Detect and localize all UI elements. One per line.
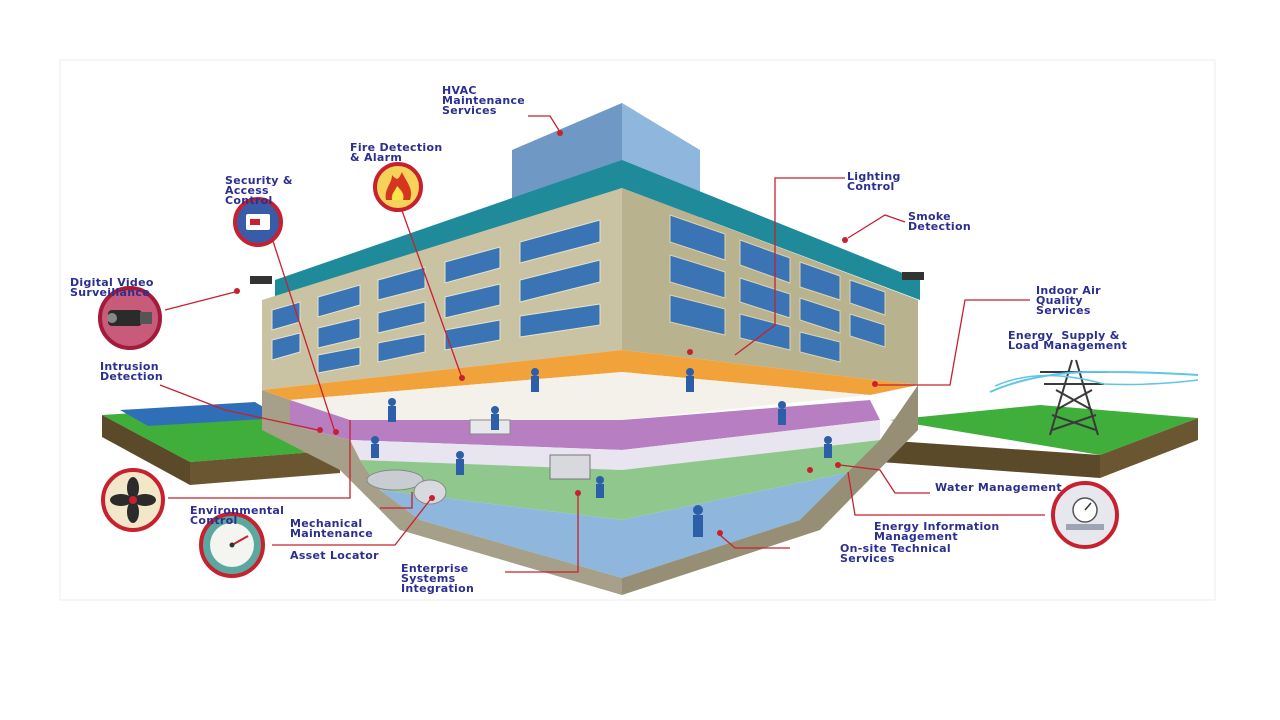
fire-icon [375,164,421,210]
ground-right [880,405,1198,478]
label-security-access: Security & Access Control [225,176,293,206]
label-enterprise-systems: Enterprise Systems Integration [401,564,474,594]
label-smoke-detection: Smoke Detection [908,212,971,232]
label-indoor-air: Indoor Air Quality Services [1036,286,1101,316]
label-mechanical-maintenance: Mechanical Maintenance [290,519,373,539]
label-digital-video: Digital Video Surveillance [70,278,154,298]
label-asset-locator: Asset Locator [290,551,379,561]
label-onsite-technical: On-site Technical Services [840,544,951,564]
label-intrusion-detection: Intrusion Detection [100,362,163,382]
label-water-management: Water Management [935,483,1062,493]
label-environmental-control: Environmental Control [190,506,284,526]
fan-icon [103,470,163,530]
label-lighting-control: Lighting Control [847,172,901,192]
meter-icon [1053,483,1117,547]
label-energy-supply: Energy Supply & Load Management [1008,331,1127,351]
label-hvac: HVAC Maintenance Services [442,86,525,116]
label-energy-information: Energy Information Management [874,522,1000,542]
label-fire-detection: Fire Detection & Alarm [350,143,442,163]
